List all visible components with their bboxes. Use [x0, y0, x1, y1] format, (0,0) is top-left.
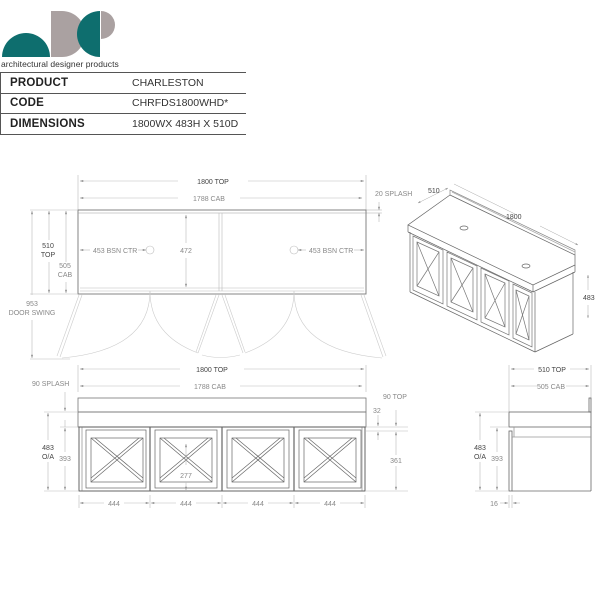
iso-height: 483 — [583, 295, 595, 302]
side-view-labels: 510 TOP 505 CAB 483 O/A 393 16 — [474, 367, 566, 508]
side-cab-depth: 505 CAB — [537, 384, 565, 391]
iso-view-labels: 510 1800 483 — [428, 188, 595, 302]
iso-view — [407, 183, 589, 353]
plan-door-swing-label: DOOR SWING — [9, 310, 56, 317]
front-door-width-3: 444 — [252, 501, 264, 508]
spec-value: CHRFDS1800WHD* — [132, 97, 229, 110]
spec-table: PRODUCT CHARLESTON CODE CHRFDS1800WHD* D… — [0, 72, 246, 135]
spec-key: PRODUCT — [10, 76, 69, 89]
front-view-labels: 1800 TOP 1788 CAB 90 SPLASH 90 TOP 32 48… — [32, 364, 407, 508]
logo-d-grey — [51, 11, 85, 57]
iso-width: 1800 — [506, 214, 522, 221]
front-top: 90 TOP — [383, 394, 407, 401]
plan-cab-depth-label: CAB — [58, 272, 73, 279]
spec-value: CHARLESTON — [132, 76, 204, 89]
logo-d-teal — [77, 11, 100, 57]
spec-key: CODE — [10, 97, 45, 110]
front-overall-label: O/A — [42, 454, 54, 461]
front-door-width-2: 444 — [180, 501, 192, 508]
logo-p-grey — [101, 11, 115, 39]
plan-cab-depth-value: 505 — [59, 263, 71, 270]
plan-view — [30, 175, 387, 360]
front-splash: 90 SPLASH — [32, 381, 69, 388]
side-overall-label: O/A — [474, 454, 486, 461]
front-cab-height: 393 — [59, 456, 71, 463]
spec-value: 1800WX 483H X 510D — [132, 117, 239, 130]
front-door-width-1: 444 — [108, 501, 120, 508]
front-top-thickness: 32 — [373, 408, 381, 415]
front-view — [44, 365, 408, 508]
plan-inner-depth: 472 — [180, 248, 192, 255]
plan-top-width: 1800 TOP — [197, 179, 229, 186]
plan-basin-right: 453 BSN CTR — [309, 248, 353, 255]
side-overall-value: 483 — [474, 445, 486, 452]
plan-top-depth-label: TOP — [41, 252, 56, 259]
front-top-width: 1800 TOP — [196, 367, 228, 374]
plan-cab-width: 1788 CAB — [193, 196, 225, 203]
plan-door-swing-value: 953 — [26, 301, 38, 308]
spec-row-code: CODE CHRFDS1800WHD* — [0, 94, 246, 114]
adp-logo — [2, 11, 115, 57]
spec-row-product: PRODUCT CHARLESTON — [0, 72, 246, 94]
iso-depth: 510 — [428, 188, 440, 195]
side-top-depth: 510 TOP — [538, 367, 566, 374]
side-kick: 16 — [490, 501, 498, 508]
spec-row-dimensions: DIMENSIONS 1800WX 483H X 510D — [0, 114, 246, 135]
plan-top-depth-value: 510 — [42, 243, 54, 250]
side-view — [475, 365, 592, 508]
spec-key: DIMENSIONS — [10, 117, 85, 130]
plan-splash: 20 SPLASH — [375, 191, 412, 198]
front-cab-width: 1788 CAB — [194, 384, 226, 391]
plan-basin-left: 453 BSN CTR — [93, 248, 137, 255]
front-overall-value: 483 — [42, 445, 54, 452]
side-cab-height: 393 — [491, 456, 503, 463]
plan-view-labels: 1800 TOP 1788 CAB 20 SPLASH 453 BSN CTR … — [9, 176, 412, 317]
front-door-width-4: 444 — [324, 501, 336, 508]
front-door-height: 361 — [390, 458, 402, 465]
logo-half-circle-teal — [2, 33, 50, 57]
front-panel-height: 277 — [180, 473, 192, 480]
brand-name: architectural designer products — [1, 59, 119, 69]
